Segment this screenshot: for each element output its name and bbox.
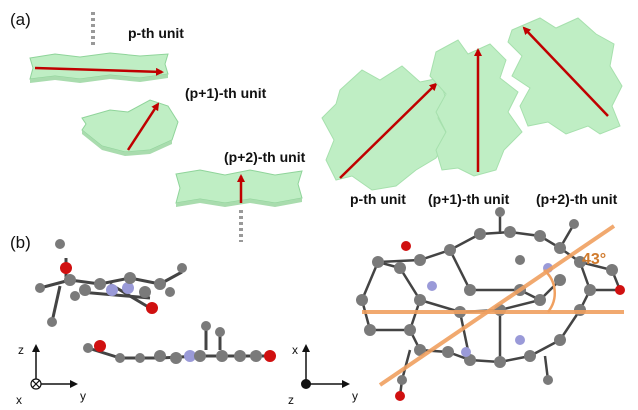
axis-right-horizontal: y [352, 389, 358, 403]
side-molecule-lower-atoms [83, 321, 276, 364]
top-label-p: p-th unit [350, 191, 406, 207]
stack-sheet-p1 [81, 99, 179, 156]
orientation-lines [362, 224, 624, 387]
top-label-p1: (p+1)-th unit [428, 191, 510, 207]
panel-b-label: (b) [10, 233, 31, 252]
axes-left [30, 344, 78, 390]
top-label-p2: (p+2)-th unit [536, 191, 618, 207]
stack-sheet-p2 [175, 169, 303, 207]
top-view-arrow-p [339, 82, 438, 179]
top-molecule-atoms [356, 207, 625, 401]
stack-arrow-p1 [126, 102, 160, 151]
axes-right [301, 344, 350, 389]
stack-label-p2: (p+2)-th unit [224, 149, 306, 165]
axis-left-horizontal: y [80, 389, 86, 403]
stack-sheet-p [29, 52, 169, 83]
stack-label-p: p-th unit [128, 25, 184, 41]
top-view-arrow-p2 [522, 26, 609, 117]
stack-arrow-p [34, 66, 164, 76]
top-view-sheet-p1 [429, 39, 523, 177]
axis-left-out: x [16, 393, 22, 407]
axis-left-vertical: z [18, 343, 24, 357]
axis-right-vertical: x [292, 343, 298, 357]
out-of-plane-dot-icon [301, 379, 311, 389]
side-molecule-upper-atoms [35, 239, 187, 327]
top-view-sheet-p2 [507, 17, 623, 135]
angle-label: 43° [582, 251, 606, 268]
top-molecule-bonds [360, 212, 622, 397]
stack-label-p1: (p+1)-th unit [185, 85, 267, 101]
panel-a-label: (a) [10, 10, 31, 29]
axis-right-out: z [288, 393, 294, 407]
top-view-sheet-p [321, 65, 449, 191]
